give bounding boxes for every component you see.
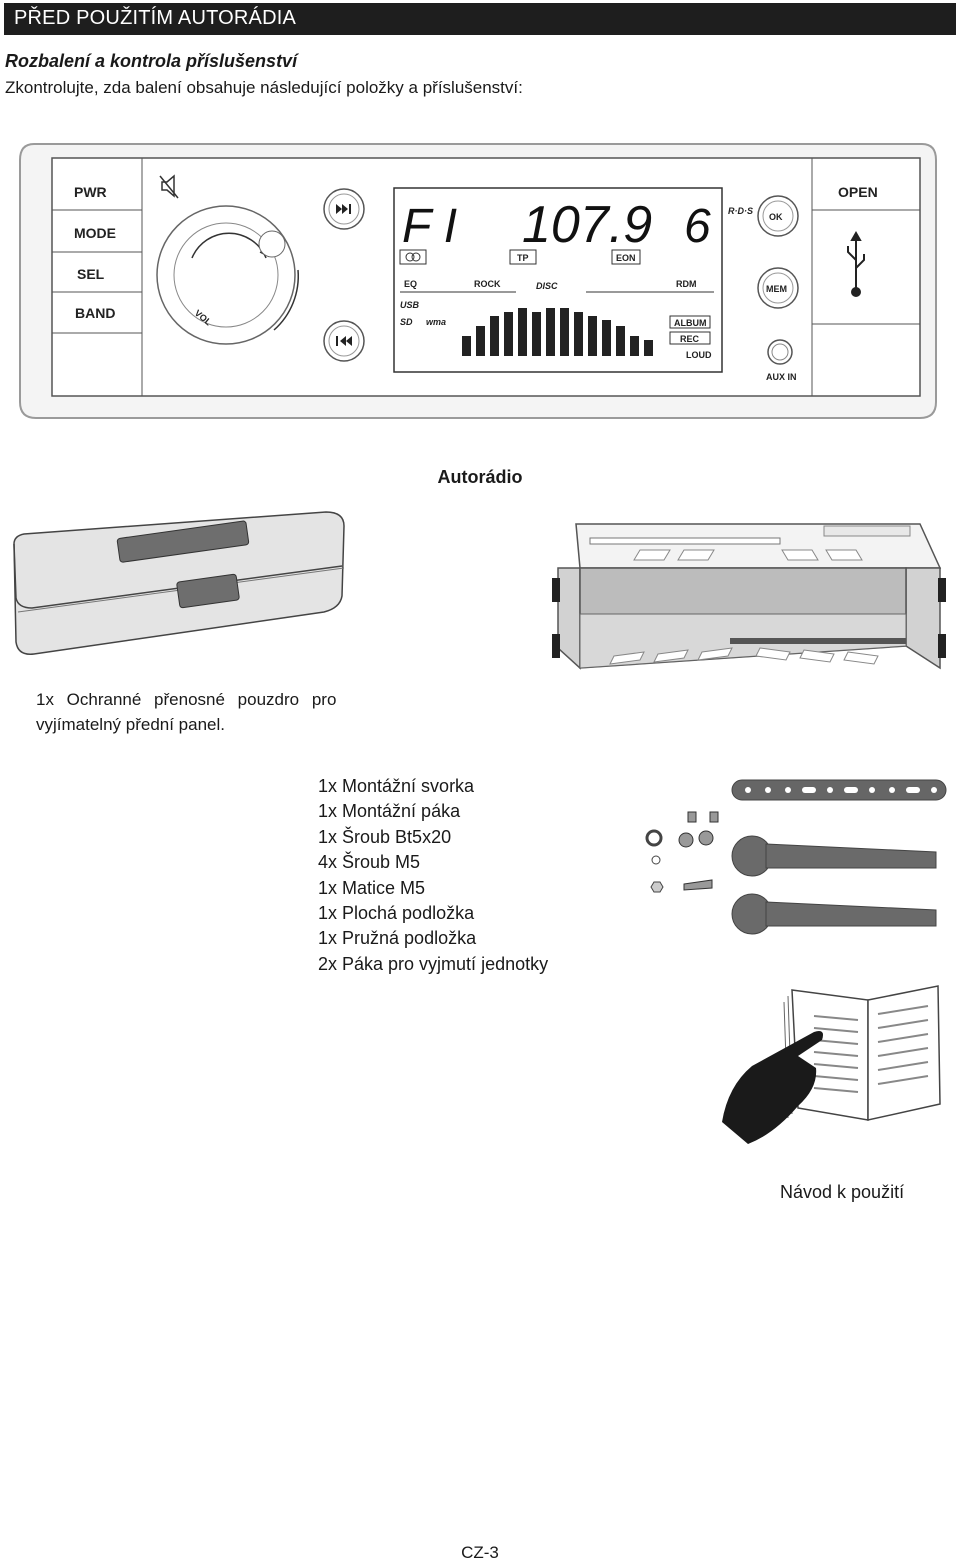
mode-button[interactable]: MODE	[74, 225, 116, 241]
prev-track-button[interactable]	[323, 320, 365, 362]
mounting-strap-icon	[731, 779, 947, 801]
eon-indicator: EON	[616, 253, 636, 263]
car-radio-illustration: PWR MODE SEL BAND VOL F I 107.9 6 TP	[19, 143, 937, 419]
list-item: 1x Matice M5	[318, 877, 426, 898]
display-preset: 6	[684, 200, 711, 253]
removal-lever-icon	[731, 835, 937, 935]
wma-indicator: wma	[426, 317, 446, 327]
pwr-button[interactable]: PWR	[74, 184, 107, 200]
user-manual-illustration	[722, 985, 941, 1144]
stereo-icon	[399, 249, 427, 265]
aux-in-jack[interactable]	[767, 339, 793, 365]
accessories-list: 1x Montážní svorka 1x Montážní páka 1x Š…	[318, 774, 548, 977]
header-bar	[4, 3, 956, 35]
list-item: 4x Šroub M5	[318, 852, 421, 873]
screws-icon	[678, 811, 719, 891]
mem-label: MEM	[766, 284, 787, 294]
left-button-column	[52, 158, 143, 396]
loud-indicator: LOUD	[686, 350, 712, 360]
mem-button[interactable]	[757, 267, 799, 309]
usb-indicator: USB	[400, 300, 420, 310]
radio-caption: Autorádio	[437, 467, 523, 487]
carry-case-caption: 1x Ochranné přenosné pouzdro pro vyjímat…	[36, 687, 346, 737]
spectrum-bars	[462, 308, 653, 356]
list-item: 1x Pružná podložka	[318, 928, 477, 949]
washers-icon	[645, 829, 664, 893]
next-track-button[interactable]	[323, 188, 365, 230]
carry-case-caption-line1: 1x Ochranné přenosné pouzdro pro	[36, 690, 337, 709]
mute-icon	[159, 174, 179, 199]
rds-logo: R·D·S	[728, 206, 753, 216]
disc-indicator: DISC	[536, 281, 558, 291]
list-item: 1x Montážní páka	[318, 801, 461, 822]
page-title: PŘED POUŽITÍM AUTORÁDIA	[14, 7, 297, 29]
sel-button[interactable]: SEL	[77, 266, 105, 282]
page-number: CZ-3	[461, 1543, 499, 1562]
ok-button[interactable]	[757, 195, 799, 237]
rec-indicator: REC	[680, 334, 700, 344]
carry-case-illustration	[13, 511, 345, 655]
list-item: 1x Montážní svorka	[318, 776, 475, 796]
eq-indicator: EQ	[404, 279, 417, 289]
display-band: F I	[402, 200, 457, 253]
section-title: Rozbalení a kontrola příslušenství	[5, 51, 298, 71]
list-item: 2x Páka pro vyjmutí jednotky	[318, 953, 549, 974]
mounting-hardware-illustration	[645, 779, 947, 935]
volume-knob[interactable]	[156, 205, 300, 345]
intro-text: Zkontrolujte, zda balení obsahuje násled…	[5, 78, 523, 97]
carry-case-caption-line2: vyjímatelný přední panel.	[36, 715, 225, 734]
mounting-sleeve-illustration	[552, 523, 946, 670]
lcd-display: F I 107.9 6 TP EON EQ ROCK DISC RDM USB …	[393, 187, 723, 373]
ok-label: OK	[769, 212, 783, 222]
rock-indicator: ROCK	[474, 279, 501, 289]
tp-indicator: TP	[517, 253, 529, 263]
manual-caption: Návod k použití	[780, 1182, 905, 1202]
list-item: 1x Plochá podložka	[318, 903, 475, 924]
open-button[interactable]: OPEN	[838, 184, 878, 200]
aux-in-label: AUX IN	[766, 372, 797, 382]
rdm-indicator: RDM	[676, 279, 697, 289]
sd-indicator: SD	[400, 317, 413, 327]
list-item: 1x Šroub Bt5x20	[318, 826, 452, 847]
album-indicator: ALBUM	[674, 318, 707, 328]
hand-icon	[722, 1031, 823, 1144]
band-button[interactable]: BAND	[75, 305, 115, 321]
display-frequency: 107.9	[522, 196, 652, 254]
usb-icon	[847, 230, 865, 297]
